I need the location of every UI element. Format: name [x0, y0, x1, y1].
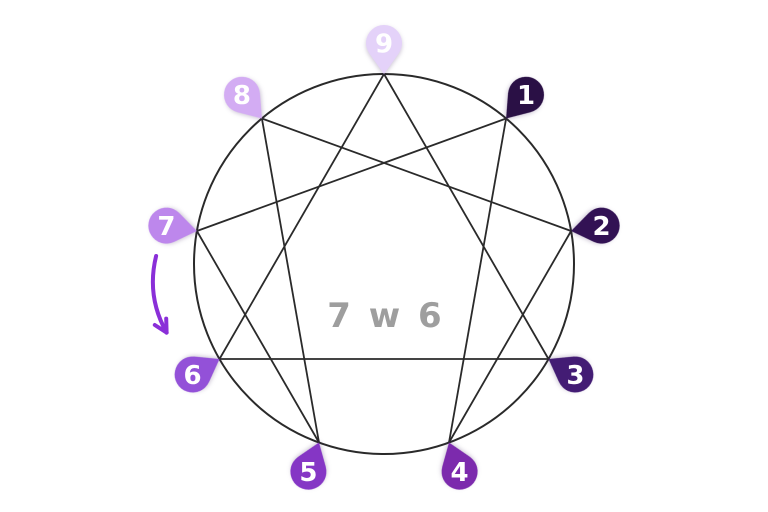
pin-teardrop-8	[223, 76, 262, 119]
circle-layer	[193, 73, 575, 455]
wing-arrow-curve	[150, 254, 169, 335]
connection-lines-layer	[196, 73, 572, 443]
pin-teardrop-9	[366, 24, 402, 74]
connection-line-6-9	[218, 73, 385, 360]
type-pin-9: 9	[366, 24, 402, 74]
wing-arrow-layer	[150, 254, 169, 335]
pin-number-8: 8	[233, 81, 251, 111]
pin-number-7: 7	[157, 212, 175, 242]
type-pin-1: 1	[506, 76, 545, 119]
connection-line-2-8	[261, 117, 572, 232]
type-pin-8: 8	[223, 76, 262, 119]
pin-teardrop-7	[148, 207, 197, 244]
wing-arrow-head	[152, 316, 169, 335]
pin-number-3: 3	[566, 361, 584, 391]
wing-label: 7 w 6	[327, 296, 444, 336]
connection-line-5-7	[196, 230, 320, 443]
type-pin-5: 5	[290, 442, 327, 490]
pin-teardrop-1	[506, 76, 545, 119]
pin-teardrop-4	[441, 442, 478, 490]
type-pin-4: 4	[441, 442, 478, 490]
connection-line-7-1	[196, 117, 507, 232]
pin-teardrop-3	[548, 356, 594, 393]
pin-number-4: 4	[451, 458, 469, 488]
type-pin-3: 3	[548, 356, 594, 393]
pin-number-2: 2	[593, 212, 611, 242]
pins-layer: 1 2 3 4 5 6 7 8 9	[148, 24, 620, 490]
pin-number-1: 1	[517, 81, 535, 111]
pin-number-5: 5	[299, 458, 317, 488]
type-pin-6: 6	[174, 356, 220, 393]
type-pin-7: 7	[148, 207, 197, 244]
connection-line-8-5	[261, 118, 320, 443]
pin-number-9: 9	[375, 29, 393, 59]
connection-line-1-4	[448, 118, 507, 443]
connection-line-4-2	[448, 230, 572, 443]
connection-line-9-3	[383, 73, 550, 360]
pin-teardrop-2	[571, 207, 620, 244]
pin-teardrop-6	[174, 356, 220, 393]
pin-teardrop-5	[290, 442, 327, 490]
enneagram-circle	[193, 73, 575, 455]
type-pin-2: 2	[571, 207, 620, 244]
pin-number-6: 6	[184, 361, 202, 391]
